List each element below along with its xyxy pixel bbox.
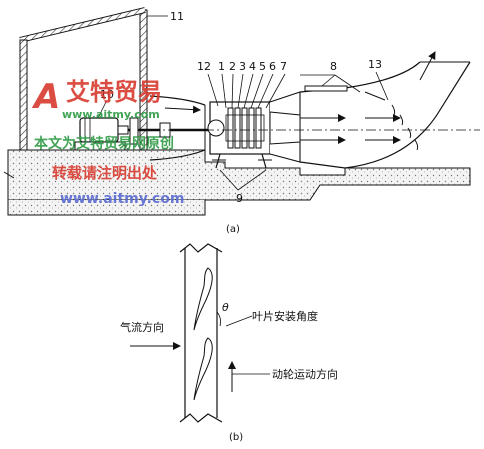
watermark-line1: 本文为艾特贸易网原创 (34, 135, 174, 152)
rotor-motion-label: 动轮运动方向 (272, 367, 338, 381)
label-5: 5 (259, 60, 266, 73)
watermark-logo: A (31, 77, 60, 117)
leader-lines (97, 15, 389, 191)
blade-angle-leader (225, 315, 253, 327)
label-7: 7 (280, 60, 287, 73)
label-8: 8 (330, 60, 337, 73)
caption-a: (a) (226, 224, 240, 235)
building-room (19, 7, 148, 151)
label-1: 1 (218, 60, 225, 73)
figure-a: 11 12 1 2 3 4 5 6 7 8 13 10 9 (a) (3, 7, 480, 235)
caption-b: (b) (229, 432, 243, 443)
label-12: 12 (197, 60, 211, 73)
label-2: 2 (229, 60, 236, 73)
blade-channel (179, 243, 223, 423)
inlet-bellmouth (149, 95, 206, 161)
airflow-label: 气流方向 (120, 320, 164, 334)
figure-b: θ 气流方向 叶片安装角度 动轮运动方向 (b) (120, 243, 338, 443)
label-4: 4 (249, 60, 256, 73)
angle-reference (216, 300, 221, 340)
rotor-blades (193, 267, 213, 401)
label-3: 3 (239, 60, 246, 73)
watermark-site: www.aitmy.com (62, 108, 160, 121)
flow-arrows (164, 51, 436, 144)
watermark-line2: 转载请注明出处 (52, 164, 158, 182)
label-6: 6 (269, 60, 276, 73)
foundation (3, 149, 471, 216)
diffuser-duct (269, 61, 471, 169)
label-10: 10 (100, 88, 114, 101)
label-13: 13 (368, 58, 382, 71)
part-labels: 11 12 1 2 3 4 5 6 7 8 13 10 9 (100, 10, 382, 205)
theta-symbol: θ (222, 301, 229, 314)
watermark: A 艾特贸易 www.aitmy.com 本文为艾特贸易网原创 转载请注明出处 … (31, 77, 184, 207)
label-11: 11 (170, 10, 184, 23)
fan-casing (207, 101, 272, 169)
blade-angle-label: 叶片安装角度 (252, 309, 318, 323)
motor (74, 117, 129, 151)
label-9: 9 (236, 192, 243, 205)
watermark-brand: 艾特贸易 (66, 78, 162, 106)
watermark-site2: www.aitmy.com (60, 191, 184, 207)
